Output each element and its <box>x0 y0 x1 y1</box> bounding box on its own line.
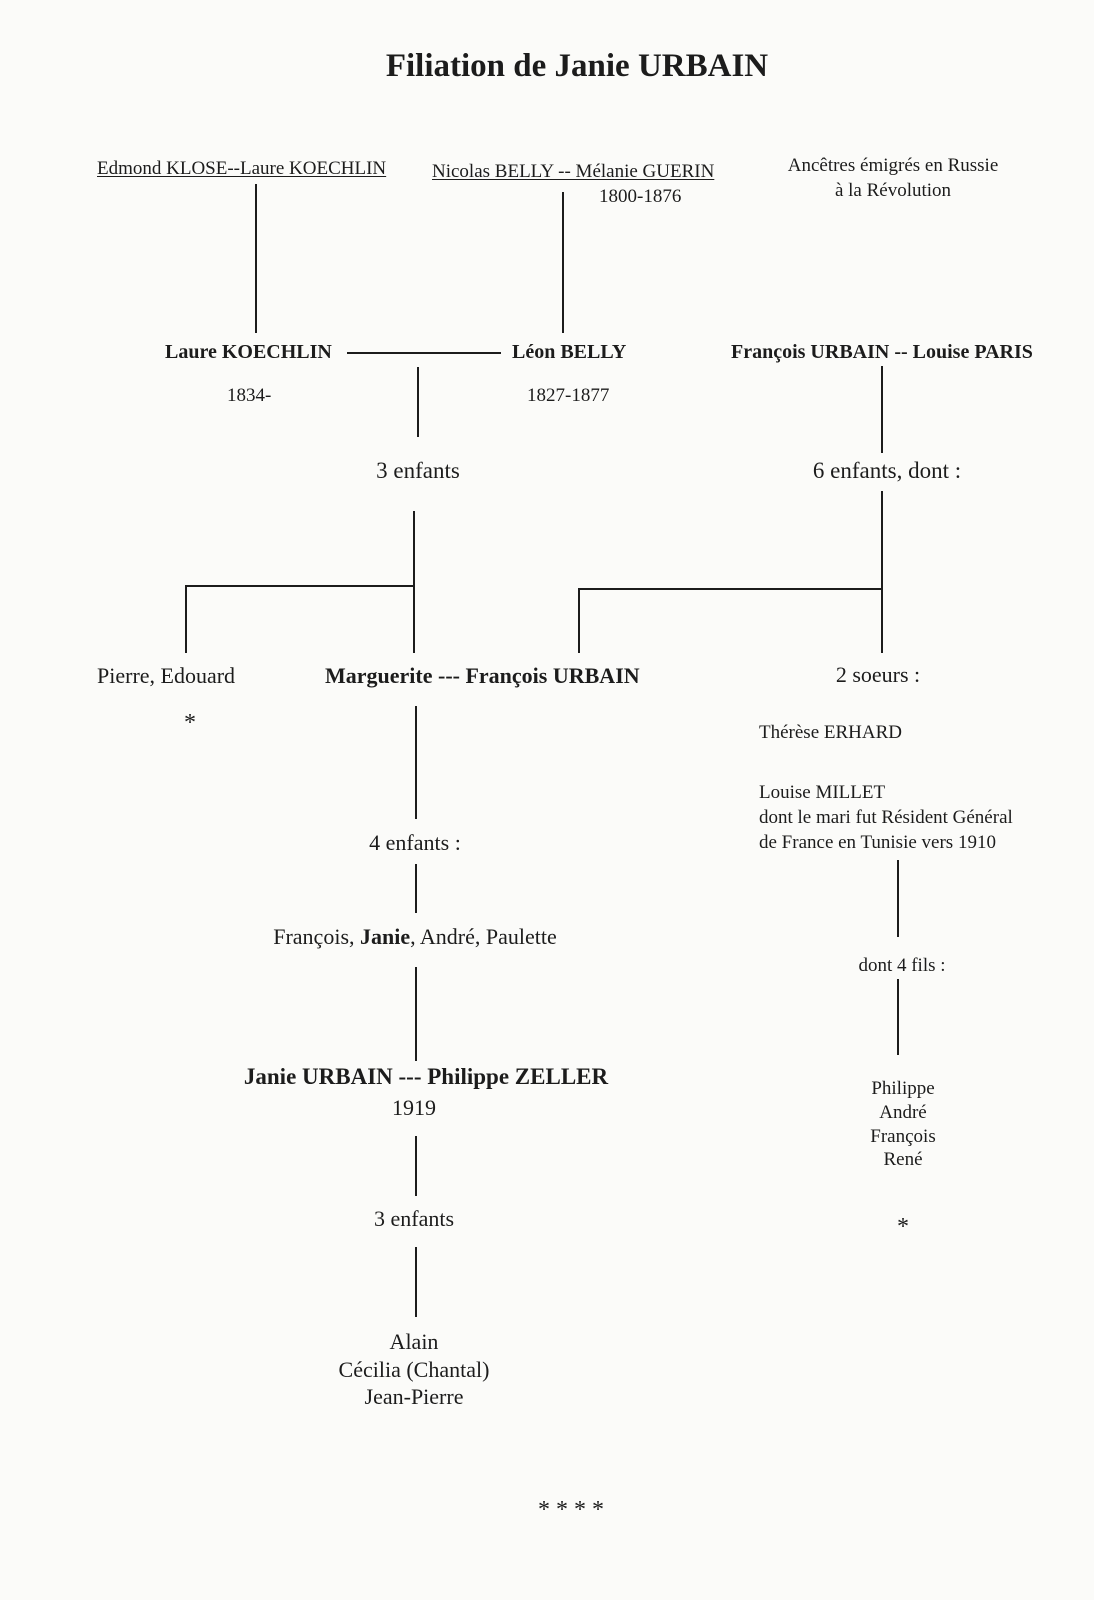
son-name: Philippe <box>871 1078 935 1099</box>
millet-note-line2: de France en Tunisie vers 1910 <box>759 832 996 853</box>
millet-son-names: Philippe André François René <box>870 1077 935 1172</box>
name-janie: Janie <box>360 924 411 949</box>
son-name: François <box>870 1125 936 1147</box>
urbain-children-count: 6 enfants, dont : <box>812 458 962 483</box>
couple-klose-koechlin: Edmond KLOSE--Laure KOECHLIN <box>97 158 387 179</box>
ancestors-note-line2: à la Révolution <box>834 180 952 201</box>
page-title: Filiation de Janie URBAIN <box>385 48 769 84</box>
couple-janie-urbain-philippe-zeller: Janie URBAIN --- Philippe ZELLER <box>243 1064 609 1089</box>
couple-urbain-paris: François URBAIN -- Louise PARIS <box>731 341 1033 363</box>
belly-children-count: 3 enfants <box>376 458 460 483</box>
therese-erhard: Thérèse ERHARD <box>759 722 902 743</box>
louise-millet: Louise MILLET <box>759 782 886 803</box>
child-name: Cécilia (Chantal) <box>338 1356 490 1382</box>
millet-note-line1: dont le mari fut Résident Général <box>759 807 1013 828</box>
urbain-children-heading: 4 enfants : <box>369 830 461 855</box>
asterisk-right: * <box>897 1214 909 1240</box>
marriage-year: 1919 <box>392 1095 436 1120</box>
son-name: André <box>879 1101 927 1123</box>
couple-belly-guerin: Nicolas BELLY -- Mélanie GUERIN <box>432 161 715 182</box>
names-after: , André, Paulette <box>410 924 557 949</box>
couple-marguerite-francois-urbain: Marguerite --- François URBAIN <box>325 663 640 688</box>
millet-sons-heading: dont 4 fils : <box>858 955 946 976</box>
asterisk-left: * <box>184 710 196 736</box>
urbain-children-names: François, Janie, André, Paulette <box>273 924 557 949</box>
person-laure-koechlin: Laure KOECHLIN <box>165 341 332 363</box>
zeller-children-heading: 3 enfants <box>373 1206 455 1231</box>
footer-stars: * * * * <box>538 1497 604 1523</box>
belly-guerin-dates: 1800-1876 <box>599 186 682 207</box>
son-name: René <box>883 1149 923 1171</box>
laure-koechlin-dates: 1834- <box>227 385 272 406</box>
pierre-edouard: Pierre, Edouard <box>97 663 236 688</box>
two-sisters-heading: 2 soeurs : <box>835 662 921 687</box>
zeller-children-names: Alain Cécilia (Chantal) Jean-Pierre <box>339 1328 490 1411</box>
child-name: Jean-Pierre <box>364 1384 464 1409</box>
child-name: Alain <box>389 1329 439 1354</box>
leon-belly-dates: 1827-1877 <box>527 385 610 406</box>
names-before: François, <box>273 924 360 949</box>
person-leon-belly: Léon BELLY <box>512 341 627 363</box>
ancestors-note-line1: Ancêtres émigrés en Russie <box>787 155 999 176</box>
